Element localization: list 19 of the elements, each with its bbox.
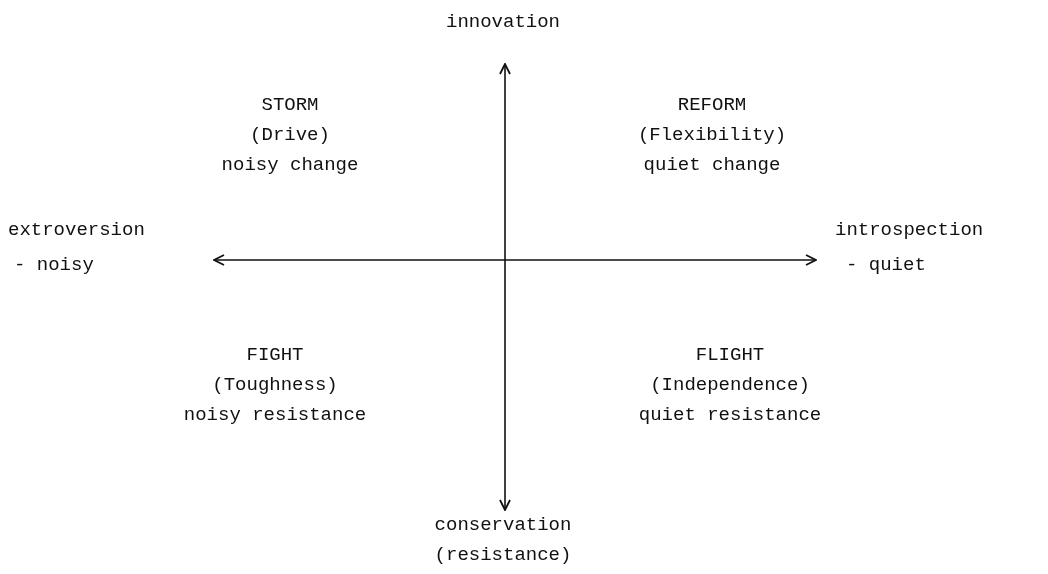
axis-label: - quiet bbox=[846, 254, 926, 276]
quadrant-trait: (Flexibility) bbox=[637, 124, 787, 146]
axis-label: (resistance) bbox=[434, 544, 572, 566]
axis-label: conservation bbox=[434, 514, 572, 536]
axis-label: extroversion bbox=[8, 219, 145, 241]
axis-label: innovation bbox=[446, 11, 560, 33]
quadrant-trait: (Independence) bbox=[650, 374, 810, 396]
quadrant-title: FIGHT bbox=[246, 344, 304, 366]
quadrant-description: quiet resistance bbox=[638, 404, 822, 426]
quadrant-title: REFORM bbox=[677, 94, 747, 116]
quadrant-trait: (Drive) bbox=[250, 124, 330, 146]
quadrant-description: quiet change bbox=[643, 154, 781, 176]
quadrant-title: FLIGHT bbox=[695, 344, 765, 366]
axis-label: - noisy bbox=[14, 254, 94, 276]
quadrant-title: STORM bbox=[261, 94, 319, 116]
axis-label: introspection bbox=[835, 219, 984, 241]
quadrant-description: noisy resistance bbox=[183, 404, 367, 426]
quadrant-description: noisy change bbox=[221, 154, 359, 176]
quadrant-trait: (Toughness) bbox=[212, 374, 338, 396]
